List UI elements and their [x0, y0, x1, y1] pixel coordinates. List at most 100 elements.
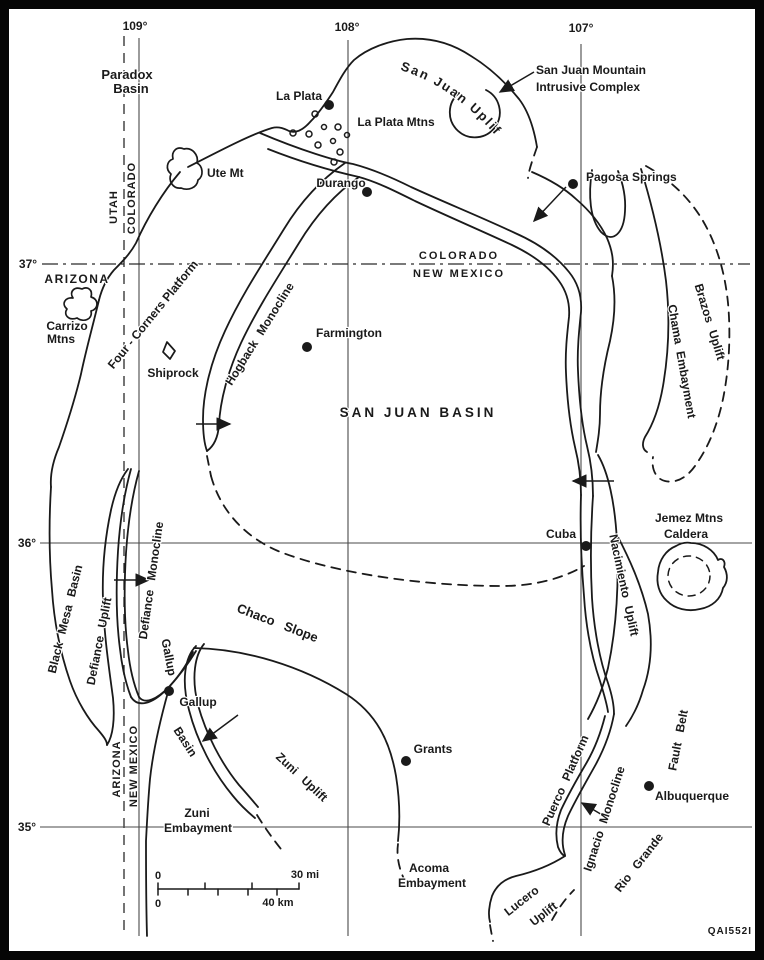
gallup-basin-dip-arrow [201, 714, 239, 742]
colorado-west-label: COLORADO [126, 162, 138, 234]
fault-belt-label: Fault Belt [665, 709, 691, 772]
town-dot-grants [401, 756, 411, 766]
lon-108-label: 108° [335, 20, 360, 34]
zuni-embayment-label-1: Zuni [184, 806, 209, 820]
intrusive-complex-circle [448, 89, 501, 139]
la-plata-intrusive-circles [289, 110, 351, 166]
lat-35-label: 35° [18, 820, 36, 834]
brazos-uplift-label: Brazos Uplift [692, 282, 728, 362]
lucero-outer-dash [489, 924, 494, 942]
defiance-monocline-band-b [123, 470, 140, 698]
paradox-basin-label-2: Basin [113, 81, 148, 96]
shiprock-symbol [162, 341, 176, 360]
intrusive-complex-label-2: Intrusive Complex [536, 80, 640, 94]
gallup-basin-west [183, 645, 256, 819]
four-corners-platform-label: Four - Corners Platform [105, 257, 201, 371]
town-dot-farmington [302, 342, 312, 352]
la-plata-label: La Plata [276, 89, 322, 103]
monocline-band-north-b [267, 148, 582, 496]
zuni-arc-dash-tail [396, 843, 409, 888]
east-boundary-upper [595, 275, 616, 453]
puerco-platform-label: Puerco Platform [539, 733, 592, 828]
new-mexico-label: NEW MEXICO [413, 268, 505, 280]
scale-mi-zero: 0 [155, 870, 161, 882]
uplift-rim-dashed-gap [527, 146, 538, 179]
scale-km-max: 40 km [262, 897, 293, 909]
town-dots [164, 100, 654, 791]
jemez-caldera-label-2: Caldera [664, 527, 708, 541]
arizona-south-label: ARIZONA [111, 740, 123, 797]
new-mexico-south-label: NEW MEXICO [128, 725, 140, 807]
brazos-dashed-boundary [645, 165, 731, 483]
grants-label: Grants [414, 742, 453, 756]
basin-hinge-dashed-line [210, 475, 585, 587]
chama-hairpin [589, 169, 627, 238]
rio-grande-rift-line [616, 534, 652, 727]
shiprock-label: Shiprock [147, 366, 199, 380]
scale-mi-max: 30 mi [291, 869, 319, 881]
symbols [63, 110, 351, 360]
rio-grande-label: Rio Grande [612, 830, 667, 895]
hogback-band-east [206, 176, 360, 452]
utah-label: UTAH [108, 190, 120, 224]
chama-embayment-label: Chama Embayment [665, 303, 699, 419]
town-dot-albuquerque [644, 781, 654, 791]
arizona-label: ARIZONA [44, 272, 109, 286]
uplift-north-rim [187, 37, 538, 168]
puerco-south-boundary [488, 855, 566, 923]
albuquerque-label: Albuquerque [655, 789, 729, 803]
cuba-label: Cuba [546, 527, 576, 541]
lucero-inner-dash [551, 889, 575, 921]
arrows [114, 71, 614, 817]
scale-bar: 0 30 mi 0 40 km [154, 868, 320, 911]
hogback-band-west [202, 162, 346, 452]
nacimiento-west [590, 495, 615, 715]
defiance-lens-west [48, 486, 108, 746]
town-dot-gallup [164, 686, 174, 696]
farmington-label: Farmington [316, 326, 382, 340]
zuni-embayment-label-2: Embayment [164, 821, 232, 835]
san-juan-basin-label: SAN JUAN BASIN [340, 405, 497, 420]
town-dot-pagosa-springs [568, 179, 578, 189]
west-boundary-mid [49, 299, 100, 488]
ignacio-dip-arrow [580, 802, 605, 817]
figure-id: QAI552I [708, 926, 752, 937]
lat-37-label: 37° [19, 257, 37, 271]
defiance-lens-east [101, 468, 129, 746]
scale-bar-mi-ticks [157, 882, 300, 890]
zuni-uplift-label: Zuni Uplift [273, 750, 330, 805]
carrizo-mtns-label-2: Mtns [47, 332, 75, 346]
chama-west-line [640, 168, 670, 453]
ignacio-band-west [555, 715, 606, 857]
ignacio-band-east [561, 713, 615, 856]
gallup-basin-label-word1: Gallup [158, 638, 179, 677]
scale-bar-km-ticks [157, 888, 278, 896]
gallup-basin-dash-tail [256, 814, 282, 850]
intrusive-complex-pointer-arrow [498, 71, 535, 93]
west-boundary-north [98, 171, 181, 301]
caldera-outer-ring [656, 541, 728, 612]
town-dot-la-plata [324, 100, 334, 110]
intrusive-complex-label-1: San Juan Mountain [536, 63, 646, 77]
carrizo-mtns-outline [63, 287, 98, 321]
state-labels: UTAH COLORADO COLORADO NEW MEXICO ARIZON… [43, 161, 505, 808]
zuni-embayment-west-line [145, 691, 169, 937]
lat-36-label: 36° [18, 536, 36, 550]
pagosa-dip-arrow [532, 186, 567, 223]
gallup-label: Gallup [179, 695, 216, 709]
ute-mt-label: Ute Mt [207, 166, 244, 180]
paradox-basin-label-1: Paradox [101, 67, 153, 82]
town-dot-cuba [581, 541, 591, 551]
acoma-embayment-label-1: Acoma [409, 861, 449, 875]
structure-lines [48, 37, 731, 942]
monocline-band-north-a [259, 132, 594, 497]
ute-mt-outline [166, 147, 203, 190]
feature-labels: Paradox Basin Ute Mt La Plata Mtns San J… [0, 0, 729, 930]
graticule-labels: 109° 108° 107° 37° 36° 35° [17, 18, 595, 835]
durango-label: Durango [316, 176, 365, 190]
lon-109-label: 109° [123, 19, 148, 33]
pagosa-springs-label: Pagosa Springs [586, 170, 677, 184]
